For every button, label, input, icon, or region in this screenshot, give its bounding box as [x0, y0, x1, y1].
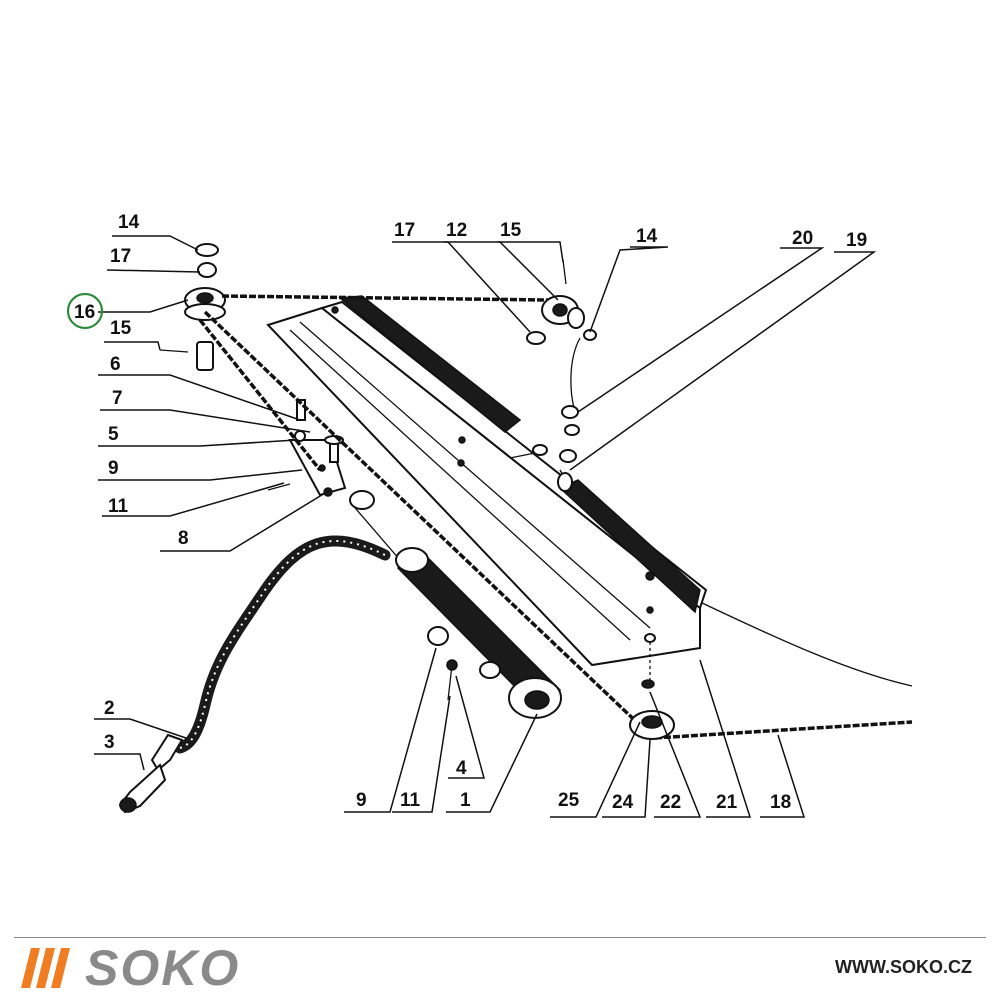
- cable-diagonal: [198, 318, 322, 472]
- callout-15: 15: [500, 220, 522, 241]
- parts-exploded-diagram: 14 17 16 15 6 7 5 9 11 8 2 3 17 12 15 14…: [66, 212, 913, 818]
- pulley-lower: [629, 633, 675, 740]
- callout-19: 19: [846, 230, 867, 251]
- hydraulic-cylinder: [349, 490, 562, 719]
- callout-numbers: 14 17 16 15 6 7 5 9 11 8 2 3 17 12 15 14…: [74, 212, 867, 813]
- callout-18: 18: [770, 792, 791, 813]
- callout-9: 9: [108, 458, 119, 479]
- fender-outline: [699, 601, 913, 687]
- callout-11: 11: [108, 496, 129, 517]
- cable-lower: [654, 720, 913, 740]
- callout-21: 21: [716, 792, 738, 813]
- callout-9: 9: [356, 790, 367, 811]
- guide-rail: [266, 295, 708, 667]
- callout-1: 1: [460, 790, 471, 811]
- callout-4: 4: [456, 758, 467, 779]
- pulley-upper-right: [526, 259, 597, 345]
- brand-name: SOKO: [85, 940, 241, 996]
- cable-top: [221, 294, 549, 302]
- callout-20: 20: [792, 228, 813, 249]
- brand-logo[interactable]: SOKO: [21, 940, 241, 996]
- callout-3: 3: [104, 732, 115, 753]
- hydraulic-hose: [118, 535, 391, 814]
- callout-7: 7: [112, 388, 123, 409]
- callout-2: 2: [104, 698, 115, 719]
- mount-bracket: [159, 341, 347, 497]
- callout-25: 25: [558, 790, 580, 811]
- highlight-circle: [66, 292, 104, 330]
- spring-clip-assembly: [509, 337, 581, 492]
- callout-5: 5: [108, 424, 119, 445]
- callout-12: 12: [446, 220, 467, 241]
- footer-divider: [14, 937, 986, 938]
- callout-24: 24: [612, 792, 634, 813]
- callout-6: 6: [110, 354, 121, 375]
- pulley-upper-left: [184, 243, 226, 321]
- callout-14: 14: [636, 226, 658, 247]
- callout-17: 17: [110, 246, 131, 267]
- website-link[interactable]: WWW.SOKO.CZ: [835, 957, 972, 977]
- logo-stripes-icon: [21, 948, 71, 988]
- callout-22: 22: [660, 792, 681, 813]
- callout-11: 11: [400, 790, 421, 811]
- leader-lines: [94, 235, 877, 818]
- callout-16: 16: [74, 302, 95, 323]
- callout-15: 15: [110, 318, 132, 339]
- callout-14: 14: [118, 212, 140, 233]
- callout-17: 17: [394, 220, 415, 241]
- callout-8: 8: [178, 528, 189, 549]
- cable-main: [203, 310, 647, 732]
